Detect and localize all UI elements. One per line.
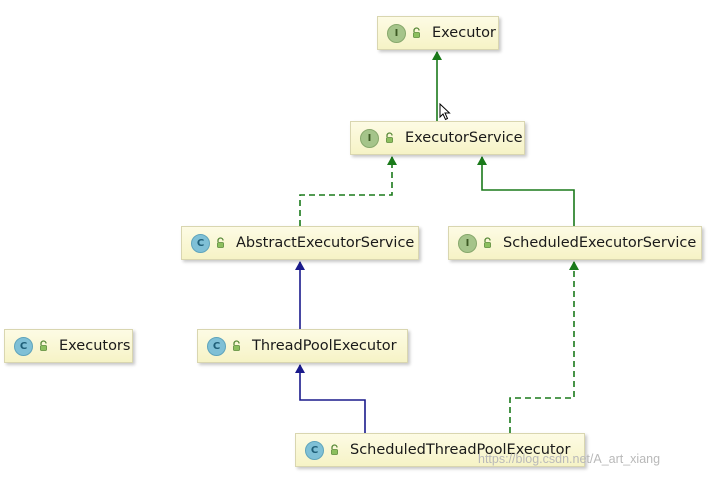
abstract-class-kind-icon: C xyxy=(191,233,210,253)
unlock-icon xyxy=(386,132,393,143)
mouse-cursor-icon xyxy=(439,103,451,121)
node-executors[interactable]: C Executors xyxy=(4,329,133,363)
unlock-icon xyxy=(40,340,47,351)
unlock-icon xyxy=(331,444,338,455)
edge-implements-abstract-executor-service-to-executor-service xyxy=(299,156,397,226)
interface-kind-icon: I xyxy=(360,128,379,148)
node-label: ExecutorService xyxy=(405,130,523,146)
node-label: AbstractExecutorService xyxy=(236,235,415,251)
interface-kind-icon: I xyxy=(458,233,477,253)
unlock-icon xyxy=(233,340,240,351)
node-label: ThreadPoolExecutor xyxy=(252,338,397,354)
node-scheduled-thread-pool-executor[interactable]: C ScheduledThreadPoolExecutor xyxy=(295,433,585,467)
node-label: ScheduledExecutorService xyxy=(503,235,697,251)
class-kind-icon: C xyxy=(14,336,33,356)
node-abstract-executor-service[interactable]: C AbstractExecutorService xyxy=(181,226,419,260)
node-label: ScheduledThreadPoolExecutor xyxy=(350,442,571,458)
unlock-icon xyxy=(413,27,420,38)
class-kind-icon: C xyxy=(305,440,324,460)
unlock-icon xyxy=(484,237,491,248)
node-label: Executor xyxy=(432,25,496,41)
interface-kind-icon: I xyxy=(387,23,406,43)
edge-extends-scheduled-executor-service-to-executor-service xyxy=(477,156,575,226)
unlock-icon xyxy=(217,237,224,248)
node-executor[interactable]: I Executor xyxy=(377,16,499,50)
node-executor-service[interactable]: I ExecutorService xyxy=(350,121,525,155)
node-scheduled-executor-service[interactable]: I ScheduledExecutorService xyxy=(448,226,702,260)
class-kind-icon: C xyxy=(207,336,226,356)
edge-extends-scheduled-thread-pool-executor-to-thread-pool-executor xyxy=(295,364,366,433)
watermark: https://blog.csdn.net/A_art_xiang xyxy=(478,452,661,466)
edge-implements-scheduled-thread-pool-executor-to-scheduled-executor-service xyxy=(509,261,579,433)
edge-layer xyxy=(295,51,579,433)
node-thread-pool-executor[interactable]: C ThreadPoolExecutor xyxy=(197,329,408,363)
node-label: Executors xyxy=(59,338,131,354)
